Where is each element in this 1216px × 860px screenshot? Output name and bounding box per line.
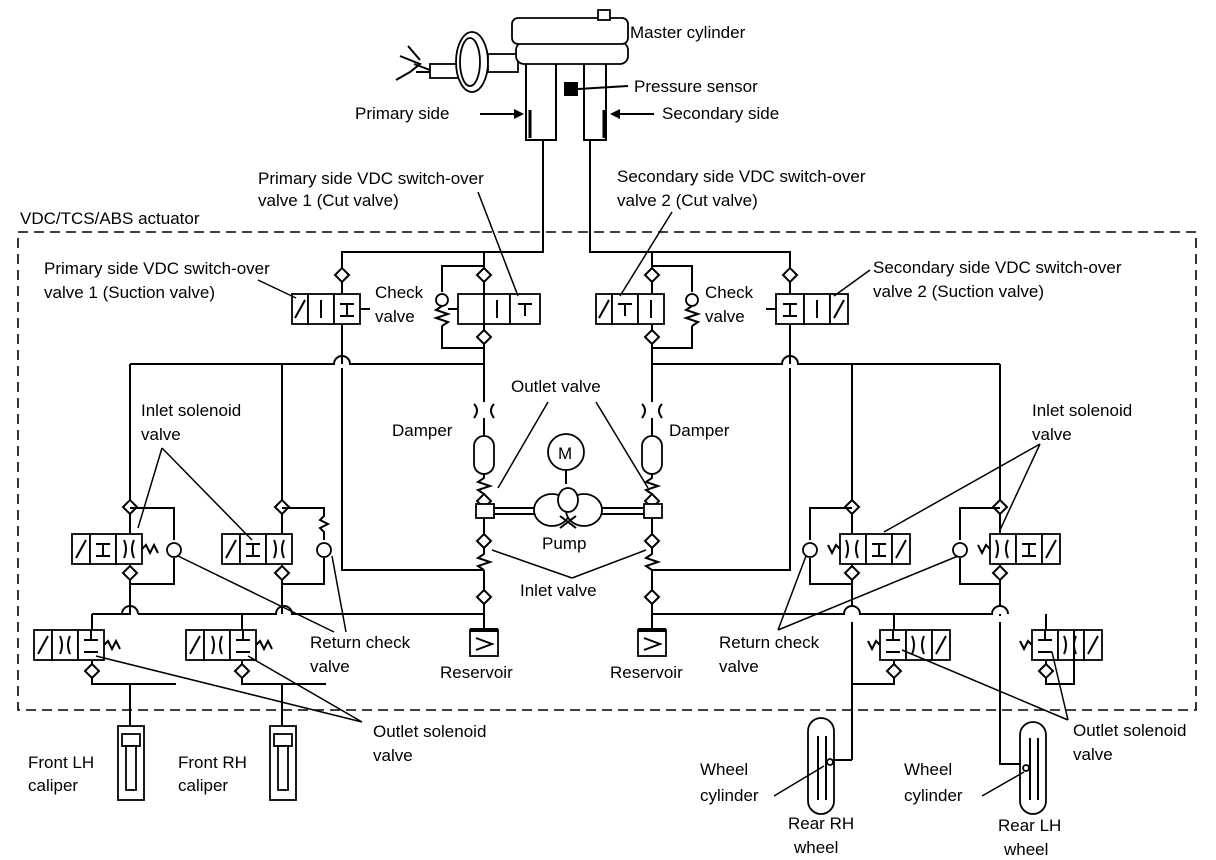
outlet-solenoid-left-label-line1: Outlet solenoid [373, 722, 486, 741]
wheel-cylinder-rl-label-line1: Wheel [904, 760, 952, 779]
return-check-left-label-line2: valve [310, 657, 350, 676]
damper-right-label: Damper [669, 421, 730, 440]
front-rh-label-line2: caliper [178, 776, 228, 795]
pump-motor-assembly [475, 433, 663, 529]
inlet-valve-label: Inlet valve [520, 581, 597, 600]
reservoir-right-symbol [637, 628, 667, 657]
secondary-suction-valve-symbol [766, 293, 849, 325]
reservoir-left-label: Reservoir [440, 663, 513, 682]
pressure-sensor-label: Pressure sensor [634, 77, 758, 96]
secondary-cut-valve-symbol [595, 293, 665, 325]
return-check-left-label-line1: Return check [310, 633, 411, 652]
master-cylinder-assembly [395, 9, 629, 141]
rear-rh-label-line2: wheel [793, 838, 838, 857]
check-valve-left-label-line2: valve [375, 307, 415, 326]
inlet-solenoid-left-label-line1: Inlet solenoid [141, 401, 241, 420]
rear-lh-label-line1: Rear LH [998, 816, 1061, 835]
check-valve-right-label-line1: Check [705, 283, 754, 302]
return-check-right-label-line2: valve [719, 657, 759, 676]
master-cylinder-label: Master cylinder [630, 23, 746, 42]
damper-right [641, 435, 663, 475]
rear-rh-label-line1: Rear RH [788, 814, 854, 833]
damper-left [473, 435, 495, 475]
outlet-solenoid-left-label-line2: valve [373, 746, 413, 765]
primary-cut-valve-label-line2: valve 1 (Cut valve) [258, 191, 399, 210]
inlet-solenoid-left-label-line2: valve [141, 425, 181, 444]
pump-label: Pump [542, 534, 586, 553]
actuator-label: VDC/TCS/ABS actuator [20, 209, 200, 228]
rear-rh-valve-group [652, 498, 1009, 760]
front-lh-label-line1: Front LH [28, 753, 94, 772]
front-lh-caliper-symbol [117, 725, 145, 801]
outlet-valve-label: Outlet valve [511, 377, 601, 396]
primary-suction-valve-label-line2: valve 1 (Suction valve) [44, 283, 215, 302]
rear-lh-valve-group [952, 498, 1103, 765]
rear-lh-wheel-symbol [1019, 721, 1047, 815]
front-lh-valve-group [33, 498, 484, 726]
rear-lh-label-line2: wheel [1003, 840, 1048, 859]
check-valve-left-label-line1: Check [375, 283, 424, 302]
front-rh-label-line1: Front RH [178, 753, 247, 772]
wheel-cylinder-rl-label-line2: cylinder [904, 786, 963, 805]
primary-cut-valve-label-line1: Primary side VDC switch-over [258, 169, 484, 188]
reservoir-right-label: Reservoir [610, 663, 683, 682]
rear-rh-wheel-symbol [807, 717, 852, 815]
secondary-suction-valve-label-line2: valve 2 (Suction valve) [873, 282, 1044, 301]
motor-label: M [558, 444, 572, 463]
check-valve-right-label-line2: valve [705, 307, 745, 326]
front-rh-valve-group [185, 498, 332, 726]
primary-cut-valve-symbol [448, 293, 541, 325]
secondary-side-label: Secondary side [662, 104, 779, 123]
front-lh-label-line2: caliper [28, 776, 78, 795]
front-rh-caliper-symbol [269, 725, 297, 801]
wheel-cylinder-rr-label-line2: cylinder [700, 786, 759, 805]
outlet-solenoid-right-label-line2: valve [1073, 745, 1113, 764]
outlet-solenoid-right-label-line1: Outlet solenoid [1073, 721, 1186, 740]
primary-suction-valve-symbol [291, 293, 370, 325]
inlet-solenoid-right-label-line2: valve [1032, 425, 1072, 444]
return-check-right-label-line1: Return check [719, 633, 820, 652]
actuator-boundary [17, 231, 1197, 711]
primary-suction-valve-label-line1: Primary side VDC switch-over [44, 259, 270, 278]
inlet-solenoid-right-label-line1: Inlet solenoid [1032, 401, 1132, 420]
wheel-cylinder-rr-label-line1: Wheel [700, 760, 748, 779]
secondary-cut-valve-label-line1: Secondary side VDC switch-over [617, 167, 866, 186]
damper-left-label: Damper [392, 421, 453, 440]
reservoir-left-symbol [469, 628, 499, 657]
secondary-cut-valve-label-line2: valve 2 (Cut valve) [617, 191, 758, 210]
secondary-suction-valve-label-line1: Secondary side VDC switch-over [873, 258, 1122, 277]
primary-side-label: Primary side [355, 104, 449, 123]
